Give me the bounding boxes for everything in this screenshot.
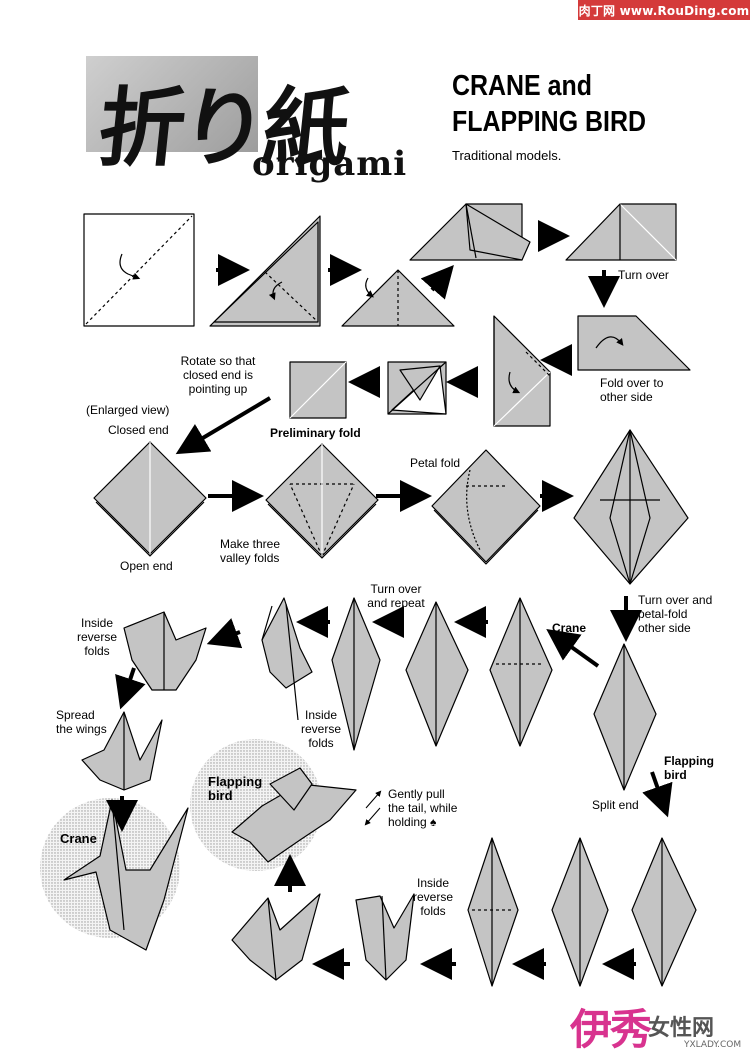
step-8-squash [387,361,447,415]
label-preliminary-fold: Preliminary fold [270,426,361,440]
label-turn-over-repeat: Turn over and repeat [367,582,425,610]
step-16-kite [405,601,469,747]
step-19-inside-reverse [123,611,207,691]
step-9-preliminary-fold [289,361,347,419]
label-spread-wings: Spread the wings [56,708,107,736]
label-turn-over-petal: Turn over and petal-fold other side [638,593,713,635]
label-flapping-bird-final: Flapping bird [208,774,263,803]
logo-origami: origami [252,144,408,184]
watermark-suffix: 女性网 [648,1016,715,1041]
label-open-end: Open end [120,559,173,573]
step-2-triangle [209,215,321,327]
step-fb-2 [551,837,609,987]
step-20-spread-wings [81,711,163,791]
label-inside-reverse-2: Inside reverse folds [300,708,341,750]
label-gently-pull: Gently pull the tail, while holding ♠ [388,787,458,829]
step-11-valley-folds [265,443,379,559]
label-make-three: Make three valley folds [220,537,281,565]
step-5-triangle [565,203,677,261]
step-fb-1 [631,837,697,987]
step-4-folded-triangle [409,203,531,261]
label-closed-end: Closed end [108,423,169,437]
step-15-kite [489,597,553,747]
step-17-kite [331,597,381,751]
step-fb-3 [467,837,519,987]
step-14-diamond-long [593,643,657,791]
label-split-end: Split end [592,798,639,812]
step-fb-5 [231,893,321,981]
label-turn-over: Turn over [618,268,669,282]
label-flapping-bird-branch: Flapping bird [664,754,714,782]
logo-background [86,56,258,152]
title-line-1: CRANE and [452,70,592,102]
label-crane-branch: Crane [552,621,587,635]
step-6-flipped [577,315,691,371]
page-title: CRANE and FLAPPING BIRD [452,68,646,140]
label-fold-over: Fold over to other side [600,376,664,404]
label-inside-reverse-1: Inside reverse folds [76,616,117,658]
step-3-small-triangle [341,269,455,327]
watermark-url: YXLADY.COM [684,1040,742,1050]
label-petal-fold: Petal fold [410,456,461,470]
step-10-enlarged-diamond [93,441,207,557]
step-fb-4 [355,893,415,981]
subtitle: Traditional models. [452,148,562,163]
watermark-top: 肉丁网 www.RouDing.com [578,0,750,20]
title-line-2: FLAPPING BIRD [452,106,646,138]
step-12-petal-fold [431,449,541,565]
step-18-crane-form [261,597,313,721]
watermark-brand: 伊秀 [570,1005,652,1054]
step-7-folded [493,315,551,427]
label-crane-final: Crane [60,831,97,846]
flapping-bird-final [231,767,357,863]
step-1-square [83,213,195,327]
label-inside-reverse-3: Inside reverse folds [412,876,453,918]
step-13-petal-result [573,429,689,585]
label-enlarged-view: (Enlarged view) [86,403,170,417]
label-rotate: Rotate so that closed end is pointing up [180,354,256,396]
